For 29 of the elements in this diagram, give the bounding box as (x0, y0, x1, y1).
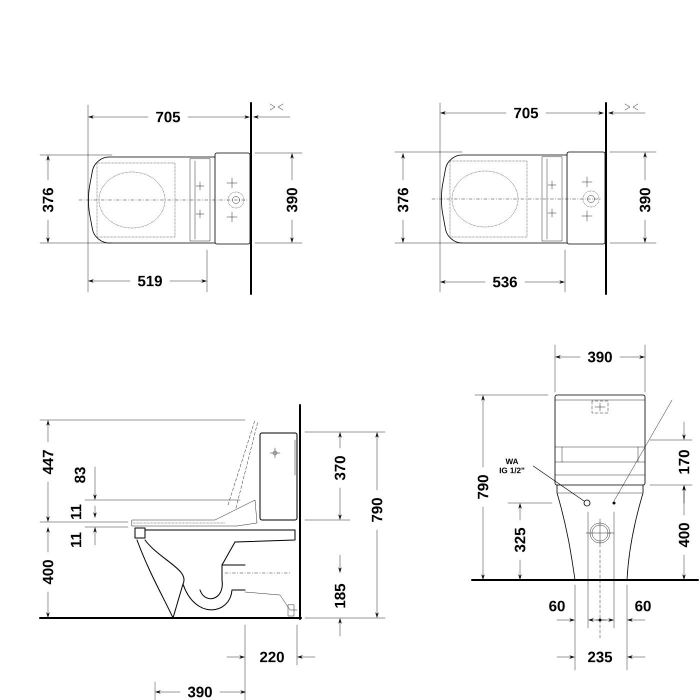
connection-point (584, 500, 590, 506)
dimension-label: 705 (514, 108, 538, 118)
dimension-label: 790 (372, 498, 382, 522)
dimension-label: 400 (42, 560, 54, 584)
dimension-label: 519 (138, 276, 162, 286)
dimension-label: 390 (188, 686, 212, 698)
dimension-label: 390 (286, 188, 298, 212)
dimension-label: 447 (42, 450, 54, 474)
dimension-label: 185 (334, 584, 346, 608)
dimension-label: 11 (70, 532, 82, 547)
dimension-label: 400 (678, 523, 690, 548)
dimension-label: 376 (42, 188, 54, 212)
dimension-label: 83 (74, 467, 86, 483)
dimension-label: 235 (588, 652, 612, 662)
dimension-label: 170 (678, 450, 690, 474)
dimension-label: 390 (640, 188, 650, 212)
dimension-label: 60 (549, 600, 565, 612)
dimension-label: 60 (635, 600, 651, 612)
dimension-label: 390 (588, 352, 612, 362)
connection-label: WA IG 1/2" (500, 458, 524, 474)
dimension-label: 370 (334, 456, 346, 480)
dimension-label: 325 (514, 528, 526, 552)
leader-line (532, 466, 584, 502)
dimension-label: 536 (492, 276, 517, 288)
dimension-label: 11 (70, 504, 82, 519)
dimension-label: 376 (398, 188, 408, 212)
dimension-label: 220 (260, 652, 284, 662)
dimension-label: 790 (478, 475, 488, 499)
dimension-label: 705 (156, 112, 180, 122)
